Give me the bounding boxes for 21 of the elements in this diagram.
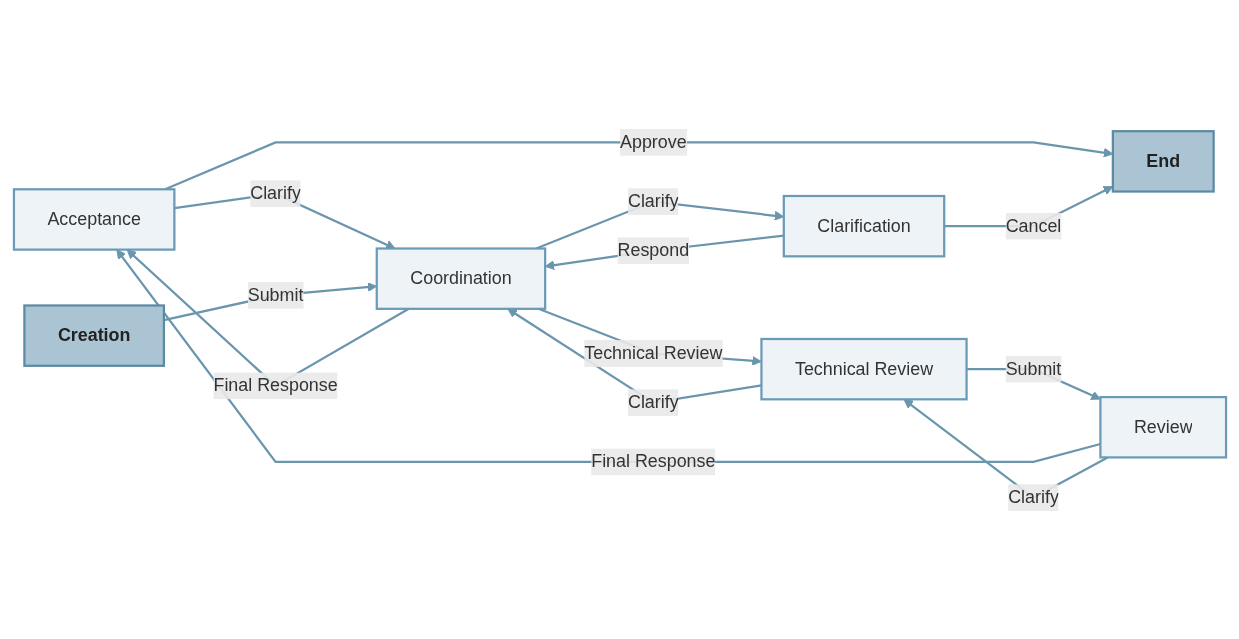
edge-label: Submit [247, 284, 303, 304]
edge-label: Final Response [590, 451, 715, 471]
node-box: Acceptance [12, 187, 175, 251]
edge-label: Clarify [627, 392, 679, 412]
edge-label: Clarify [249, 183, 301, 203]
edge-label: Cancel [1005, 215, 1061, 235]
node-box: Review [1098, 395, 1227, 459]
node-box: Technical Review [759, 337, 968, 400]
edge-label: Final Response [212, 375, 338, 395]
edge-label: Technical Review [583, 342, 722, 362]
edge-label: Clarify [627, 191, 679, 211]
node-box: Clarification [782, 194, 945, 257]
edge-label: Respond [617, 240, 689, 260]
arrow [163, 281, 377, 321]
node-box: Coordination [375, 246, 546, 310]
node-box: End [1111, 129, 1215, 193]
node-box: Creation [22, 303, 165, 367]
arrow [544, 233, 784, 270]
edge-label: Clarify [1007, 487, 1059, 507]
edge-label: Submit [1005, 358, 1061, 378]
edge-label: Approve [619, 131, 687, 151]
